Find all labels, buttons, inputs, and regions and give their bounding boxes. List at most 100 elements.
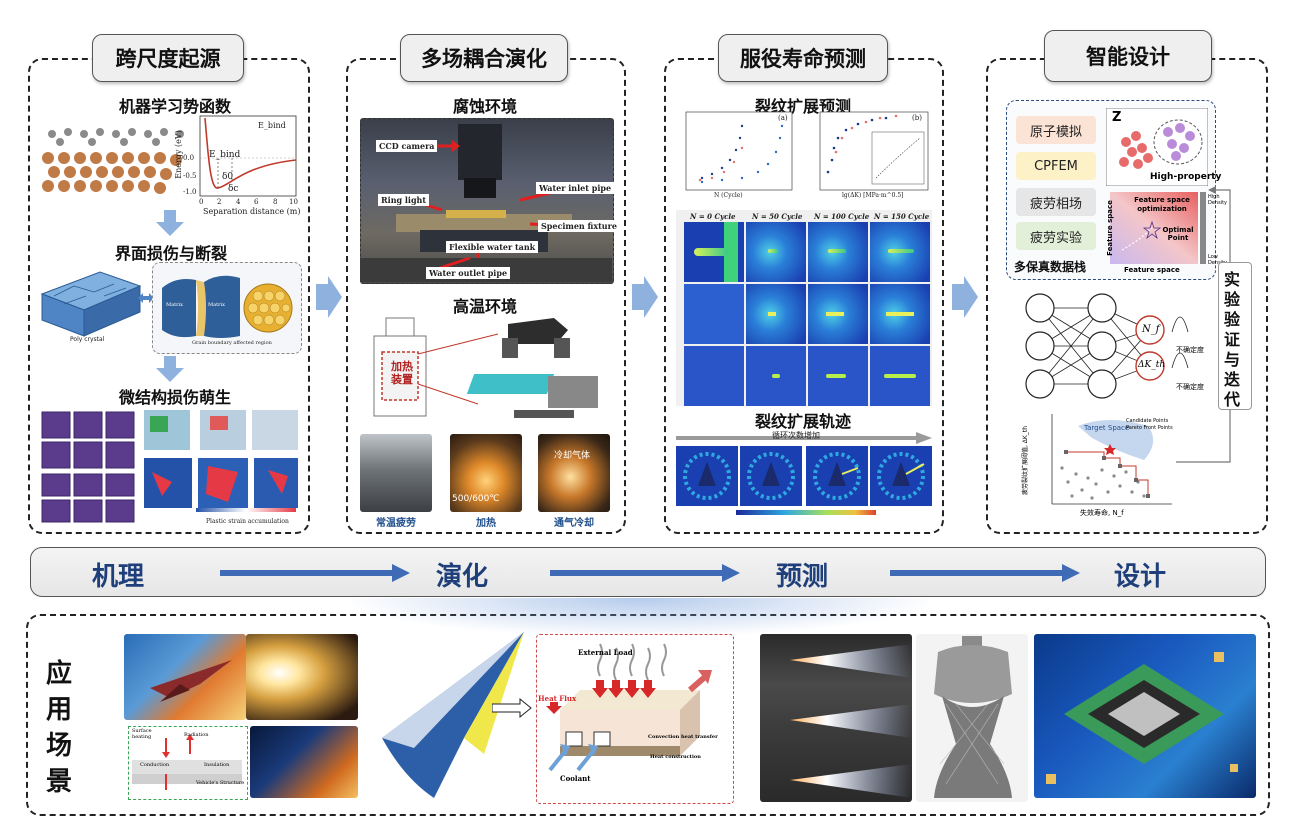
scatter-xlabel: 失效寿命, N_f — [1080, 509, 1124, 517]
heat-label-coolant: Coolant — [560, 774, 591, 783]
chip-phase-field: 疲劳相场 — [1016, 188, 1096, 216]
chip-atomistic: 原子模拟 — [1016, 116, 1096, 144]
label-ring-light: Ring light — [378, 194, 430, 206]
flow-arrow-icon — [550, 564, 740, 582]
heat-label-convection: Convection heat transfer — [648, 734, 718, 740]
caption-room-temp-fatigue: 常温疲劳 — [376, 518, 416, 529]
energy-ytick-0: 0.0 — [183, 154, 195, 162]
output-dkth: ΔK_th — [1138, 360, 1166, 370]
crack-trajectory-title: 裂纹扩展轨迹 — [754, 412, 851, 431]
interface-damage-title: 界面损伤与断裂 — [114, 244, 227, 263]
energy-xtick-4: 8 — [273, 198, 278, 206]
fatigue-photo-heating — [450, 434, 522, 512]
hollow-arrow-icon — [492, 698, 532, 718]
cycle-increase-arrow — [676, 432, 932, 444]
chart-b-xlabel: lg(ΔK) [MPa·m^0.5] — [842, 192, 904, 199]
grid-col-3: N = 150 Cycle — [874, 212, 930, 221]
phase-field-cells — [684, 222, 930, 406]
panel-origin-title: 跨尺度起源 — [92, 34, 244, 82]
fatigue-photo-gas-cooling — [538, 434, 610, 512]
energy-annot-dc: δc — [228, 184, 239, 194]
feature-opt-label: Feature space optimization — [1134, 196, 1190, 213]
gas-text: 冷却气体 — [554, 451, 591, 461]
tps-label-structure: Vehicle's Structure — [196, 780, 245, 786]
low-density-label: Low Density — [1208, 254, 1228, 266]
panel-prediction-title: 服役寿命预测 — [718, 34, 888, 82]
heat-label-external-load: External Load — [578, 648, 633, 657]
scatter-ylabel: 疲劳裂纹扩展阈值, ΔK_th — [1022, 425, 1030, 496]
atomic-structure-image — [42, 128, 184, 194]
latent-space-image — [1106, 108, 1208, 186]
chart-a-xlabel: N (Cycle) — [714, 192, 743, 199]
label-flexible-water-tank: Flexible water tank — [446, 241, 539, 253]
panel-arrow-icon — [952, 276, 978, 318]
high-property-label: High-property — [1150, 172, 1222, 182]
hypersonic-vehicle-shape — [150, 660, 232, 702]
caption-heating: 加热 — [476, 518, 496, 529]
binding-energy-chart — [199, 115, 297, 197]
optimal-point-label: Optimal Point — [1162, 226, 1194, 242]
fatigue-photo-room-temp — [360, 434, 432, 512]
flow-step-design: 设计 — [1114, 562, 1167, 592]
grid-col-1: N = 50 Cycle — [752, 212, 803, 221]
microstructure-damage-title: 微结构损伤萌生 — [118, 388, 231, 407]
spaceplane-photo — [250, 726, 358, 798]
energy-xlabel: Separation distance (m) — [203, 207, 301, 216]
panel-evolution-title: 多场耦合演化 — [400, 34, 568, 82]
grain-boundary-image — [162, 275, 293, 338]
polycrystal-caption: Poly crystal — [70, 336, 105, 343]
heat-transfer-diagram — [546, 643, 712, 772]
uncertainty-label-2: 不确定度 — [1176, 383, 1204, 391]
grain-cubes-image — [41, 411, 135, 523]
crack-growth-prediction-title: 裂纹扩展预测 — [754, 97, 851, 116]
chart-b-tag: (b) — [912, 114, 922, 122]
feature-space-x-label: Feature space — [1124, 266, 1180, 274]
label-water-outlet: Water outlet pipe — [426, 267, 511, 279]
down-arrow-icon — [156, 210, 184, 236]
chart-a-tag: (a) — [778, 114, 788, 122]
energy-xtick-3: 6 — [254, 198, 259, 206]
polycrystal-image — [40, 271, 142, 337]
chip-processor-shape — [1046, 652, 1238, 784]
uncertainty-label-1: 不确定度 — [1176, 346, 1204, 354]
tps-label-radiation: Radiation — [184, 732, 209, 738]
waverider-model — [382, 632, 524, 798]
label-ccd-camera: CCD camera — [376, 140, 438, 152]
energy-ytick-1: -0.5 — [183, 172, 197, 180]
latent-z-label: Z — [1112, 110, 1122, 125]
flow-arrow-icon — [220, 564, 410, 582]
heating-device-label: 加热 装置 — [391, 360, 413, 386]
experiment-iteration-label — [1218, 262, 1252, 410]
gear-trajectory-images — [676, 446, 932, 506]
energy-annot-d0: δ0 — [222, 172, 234, 182]
tps-diagram — [132, 734, 242, 790]
strain-caption: Plastic strain accumulation — [206, 518, 289, 525]
matrix-label-b: Matrix — [208, 302, 225, 308]
scatter-legend-1: Candidate Points — [1126, 418, 1169, 424]
caption-gas-cooling: 通气冷却 — [554, 518, 594, 529]
tps-label-conduction: Conduction — [140, 762, 170, 768]
flow-step-evolution: 演化 — [436, 562, 489, 592]
application-glow — [340, 598, 940, 638]
chart-frame — [199, 115, 297, 197]
chip-fatigue-exp: 疲劳实验 — [1016, 222, 1096, 250]
heat-label-heat-flux: Heat Flux — [538, 694, 577, 703]
chip-cpfem: CPFEM — [1016, 152, 1096, 180]
energy-legend: E_bind — [258, 121, 286, 130]
energy-annot-ebind: E_bind — [209, 150, 241, 160]
printed-nozzle-shape — [934, 636, 1012, 798]
cycle-increase-caption: 循环次数增加 — [772, 431, 820, 440]
grid-col-2: N = 100 Cycle — [814, 212, 870, 221]
grid-col-0: N = 0 Cycle — [690, 212, 736, 221]
feature-space-map — [1110, 192, 1206, 264]
neural-network-diagram — [1025, 293, 1189, 399]
energy-xtick-0: 0 — [199, 198, 204, 206]
panel-arrow-icon — [632, 276, 658, 318]
flow-step-mechanism: 机理 — [92, 562, 145, 592]
output-nf: N_f — [1142, 324, 1160, 335]
corrosion-env-title: 腐蚀环境 — [452, 97, 517, 116]
temp-text: 500/600℃ — [452, 494, 500, 504]
flow-step-prediction: 预测 — [776, 562, 829, 592]
energy-xtick-2: 4 — [236, 198, 241, 206]
matrix-label-a: Matrix — [166, 302, 183, 308]
